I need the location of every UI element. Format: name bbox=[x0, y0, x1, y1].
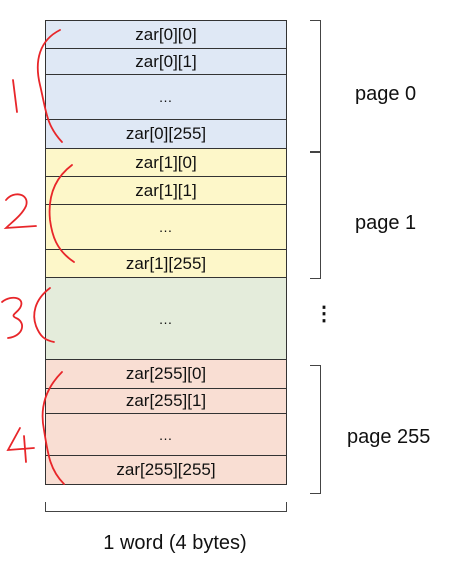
handwritten-digit-1 bbox=[12, 79, 18, 113]
cell-zar-1-1: zar[1][1] bbox=[45, 177, 287, 205]
page1-label: page 1 bbox=[355, 212, 417, 234]
page0-label: page 0 bbox=[355, 83, 417, 105]
cell-zar-255-1: zar[255][1] bbox=[45, 389, 287, 414]
vertical-ellipsis: ⋮ bbox=[314, 303, 334, 325]
cell-page1-ellipsis: … bbox=[45, 205, 287, 250]
page0-bracket bbox=[310, 20, 321, 153]
cell-middle-ellipsis: … bbox=[45, 278, 287, 360]
word-width-bracket bbox=[45, 502, 287, 512]
handwritten-digit-2 bbox=[3, 193, 37, 230]
cell-zar-255-0: zar[255][0] bbox=[45, 360, 287, 389]
page255-bracket bbox=[310, 365, 321, 494]
word-size-caption: 1 word (4 bytes) bbox=[103, 532, 247, 554]
memory-stack: zar[0][0] zar[0][1] … zar[0][255] zar[1]… bbox=[45, 20, 287, 485]
cell-zar-0-1: zar[0][1] bbox=[45, 49, 287, 75]
cell-zar-255-255: zar[255][255] bbox=[45, 456, 287, 485]
handwritten-digit-3 bbox=[1, 296, 23, 339]
cell-zar-1-0: zar[1][0] bbox=[45, 149, 287, 177]
cell-zar-1-255: zar[1][255] bbox=[45, 250, 287, 278]
page1-bracket bbox=[310, 151, 321, 279]
cell-page255-ellipsis: … bbox=[45, 414, 287, 456]
handwritten-digit-4 bbox=[6, 427, 35, 463]
cell-page0-ellipsis: … bbox=[45, 75, 287, 120]
page255-label: page 255 bbox=[347, 426, 431, 448]
cell-zar-0-255: zar[0][255] bbox=[45, 120, 287, 149]
cell-zar-0-0: zar[0][0] bbox=[45, 20, 287, 49]
